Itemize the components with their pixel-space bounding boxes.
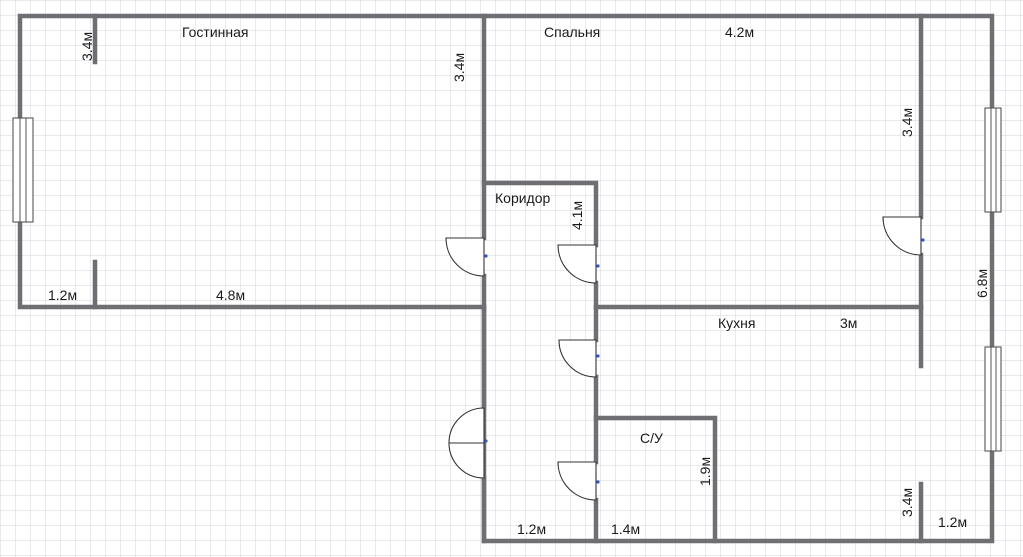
dimension-label: 3.4м	[899, 108, 915, 137]
door-swing-icon	[558, 339, 600, 378]
dimension-label: 1.2м	[938, 514, 967, 530]
dimension-label: 1.4м	[611, 521, 640, 537]
window-icon	[984, 346, 1002, 452]
bathroom-wall	[593, 415, 718, 544]
dimension-label: 4.8м	[216, 287, 245, 303]
room-label-kitchen: Кухня	[718, 315, 755, 331]
room-label-living: Гостинная	[182, 24, 249, 40]
windows	[12, 107, 1002, 452]
dimension-label: 3м	[840, 315, 857, 331]
room-label-corridor: Коридор	[495, 190, 551, 206]
door-swing-icon	[445, 237, 488, 277]
dimension-label: 1.2м	[48, 287, 77, 303]
dimension-label: 3.4м	[899, 488, 915, 517]
dimension-label: 1.2м	[517, 521, 546, 537]
window-icon	[984, 107, 1002, 213]
window-icon	[12, 117, 34, 223]
dimension-label: 3.4м	[79, 32, 95, 61]
door-swing-icon	[882, 216, 925, 256]
doors	[445, 216, 925, 501]
dimension-label: 3.4м	[451, 53, 467, 82]
door-swing-icon	[448, 407, 488, 479]
dimension-labels: 3.4м 3.4м 1.2м 4.8м 4.2м 3.4м 4.1м 6.8м …	[48, 24, 990, 537]
dimension-label: 4.2м	[725, 24, 754, 40]
room-label-bathroom: С/У	[640, 430, 663, 446]
dimension-label: 6.8м	[974, 269, 990, 298]
room-labels: Гостинная Спальня Коридор Кухня С/У	[182, 24, 755, 446]
door-swing-icon	[557, 244, 600, 284]
dimension-label: 4.1м	[569, 201, 585, 230]
walls	[17, 13, 995, 544]
dimension-label: 1.9м	[697, 457, 713, 486]
door-swing-icon	[557, 461, 600, 501]
corridor-top-wall	[481, 180, 599, 248]
room-label-bedroom: Спальня	[544, 24, 600, 40]
